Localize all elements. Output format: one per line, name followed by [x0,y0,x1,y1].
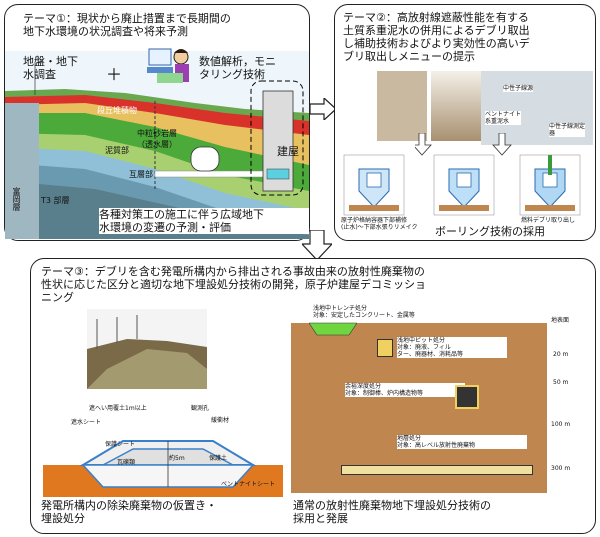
reactor-diagram-3 [519,154,581,216]
deep-label: 地層処分 対象：高レベル放射性廃棄物 [397,435,527,449]
depth-20m: 20 m [553,351,569,358]
cross-label-buffer: 緩衝材 [211,417,230,424]
cross-label-protect-soil: 保護土 [209,455,228,462]
depth-300m: 300 m [551,465,571,472]
reactor-diagram-2 [433,154,495,216]
cross-label-gravel: 瓦礫類 [117,459,136,466]
arrow-right-icon [310,98,336,120]
theme1-footer: 各種対策工の施工に伴う広域地下 水環境の変遷の予測・評価 [99,208,309,234]
arrow-down-icon [302,230,332,260]
label-neutron-meter: 中性子線測定器 [549,123,586,137]
building-label: 建屋 [277,145,299,158]
analysis-label: 数値解析，モニ タリング技術 [199,55,276,81]
cross-label-bento-sheet: ベントナイトシート [221,481,276,488]
layer-label-t3: T3 部層 [41,196,70,205]
layer-label-goiso: 互層部 [129,170,153,179]
label-bentonite-mud: ベントナイト系重泥水 [485,111,522,125]
down-arrows [415,133,512,156]
layer-label-nakaryu: 中粒砂岩層 （透水層） [137,129,177,149]
pit-label: 浅地中ピット処分 対象：廃液、フィル ター、廃器材、消耗品等 [397,337,507,358]
depth-50m: 50 m [553,379,569,386]
mid-depth-vault-icon [455,385,479,409]
theme3-panel: テーマ③：デブリを含む発電所構内から排出される事故由来の放射性廃棄物の 性状に応… [30,258,596,534]
cross-label-protect-sheet: 保護シート [105,441,136,448]
depth-header: 地表面 [551,317,570,324]
mud-photo-2 [431,71,481,141]
cross-label-cover: 遮へい用覆土1m以上 [89,405,147,412]
cross-label-observe: 観測孔 [191,405,210,412]
plus-icon: ＋ [106,65,123,84]
mid-depth-label: 余裕深度処分 対象：制御棒、炉内構造物等 [345,383,465,397]
deep-disposal-tunnel [341,465,533,475]
theme3-footer-right: 通常の放射性廃棄物地下埋設処分技術の 採用と発展 [293,499,491,525]
layer-label-tomioka: 富岡層 [12,187,21,211]
theme3-title: テーマ③：デブリを含む発電所構内から排出される事故由来の放射性廃棄物の 性状に応… [41,265,426,304]
survey-label: 地盤・地下 水調査 [23,55,78,81]
pit-disposal-icon [377,339,393,357]
theme1-panel: テーマ①：現状から廃止措置まで長期間の 地下水環境の状況調査や将来予測 地盤・地… [4,4,310,241]
cross-label-depth: 約5m [169,455,185,462]
layer-label-dankyu: 段丘堆積物 [97,106,137,115]
reactor-caption-right: 燃料デブリ取り出し [521,217,576,224]
trench-disposal-icon [309,322,357,336]
depth-100m: 100 m [551,421,571,428]
temporary-storage-cross-section [43,440,283,497]
theme3-footer-left: 発電所構内の除染廃棄物の仮置き・ 埋設処分 [41,499,217,525]
layer-label-deigan: 泥質部 [105,146,129,155]
computer-operator-icon [147,48,189,83]
theme2-title: テーマ②：高放射線遮蔽性能を有する 土質系重泥水の併用によるデブリ取出 し補助技… [343,11,530,63]
label-neutron-source: 中性子線源 [503,85,534,92]
reactor-diagram-1 [343,154,405,216]
trench-label: 浅地中トレンチ処分 対象：安定したコンクリート、金属等 [313,305,415,319]
mud-photo-1 [377,71,427,141]
storage-site-photo [87,309,207,389]
cross-label-water-sheet: 遮水シート [71,419,102,426]
theme2-panel: テーマ②：高放射線遮蔽性能を有する 土質系重泥水の併用によるデブリ取出 し補助技… [334,4,596,241]
theme2-footer: ボーリング技術の採用 [435,225,545,238]
reactor-caption-left: 原子炉格納容器下部補修 (止水)〜下部水張りリメイク [341,217,418,231]
theme1-title: テーマ①：現状から廃止措置まで長期間の 地下水環境の状況調査や将来予測 [23,11,307,39]
